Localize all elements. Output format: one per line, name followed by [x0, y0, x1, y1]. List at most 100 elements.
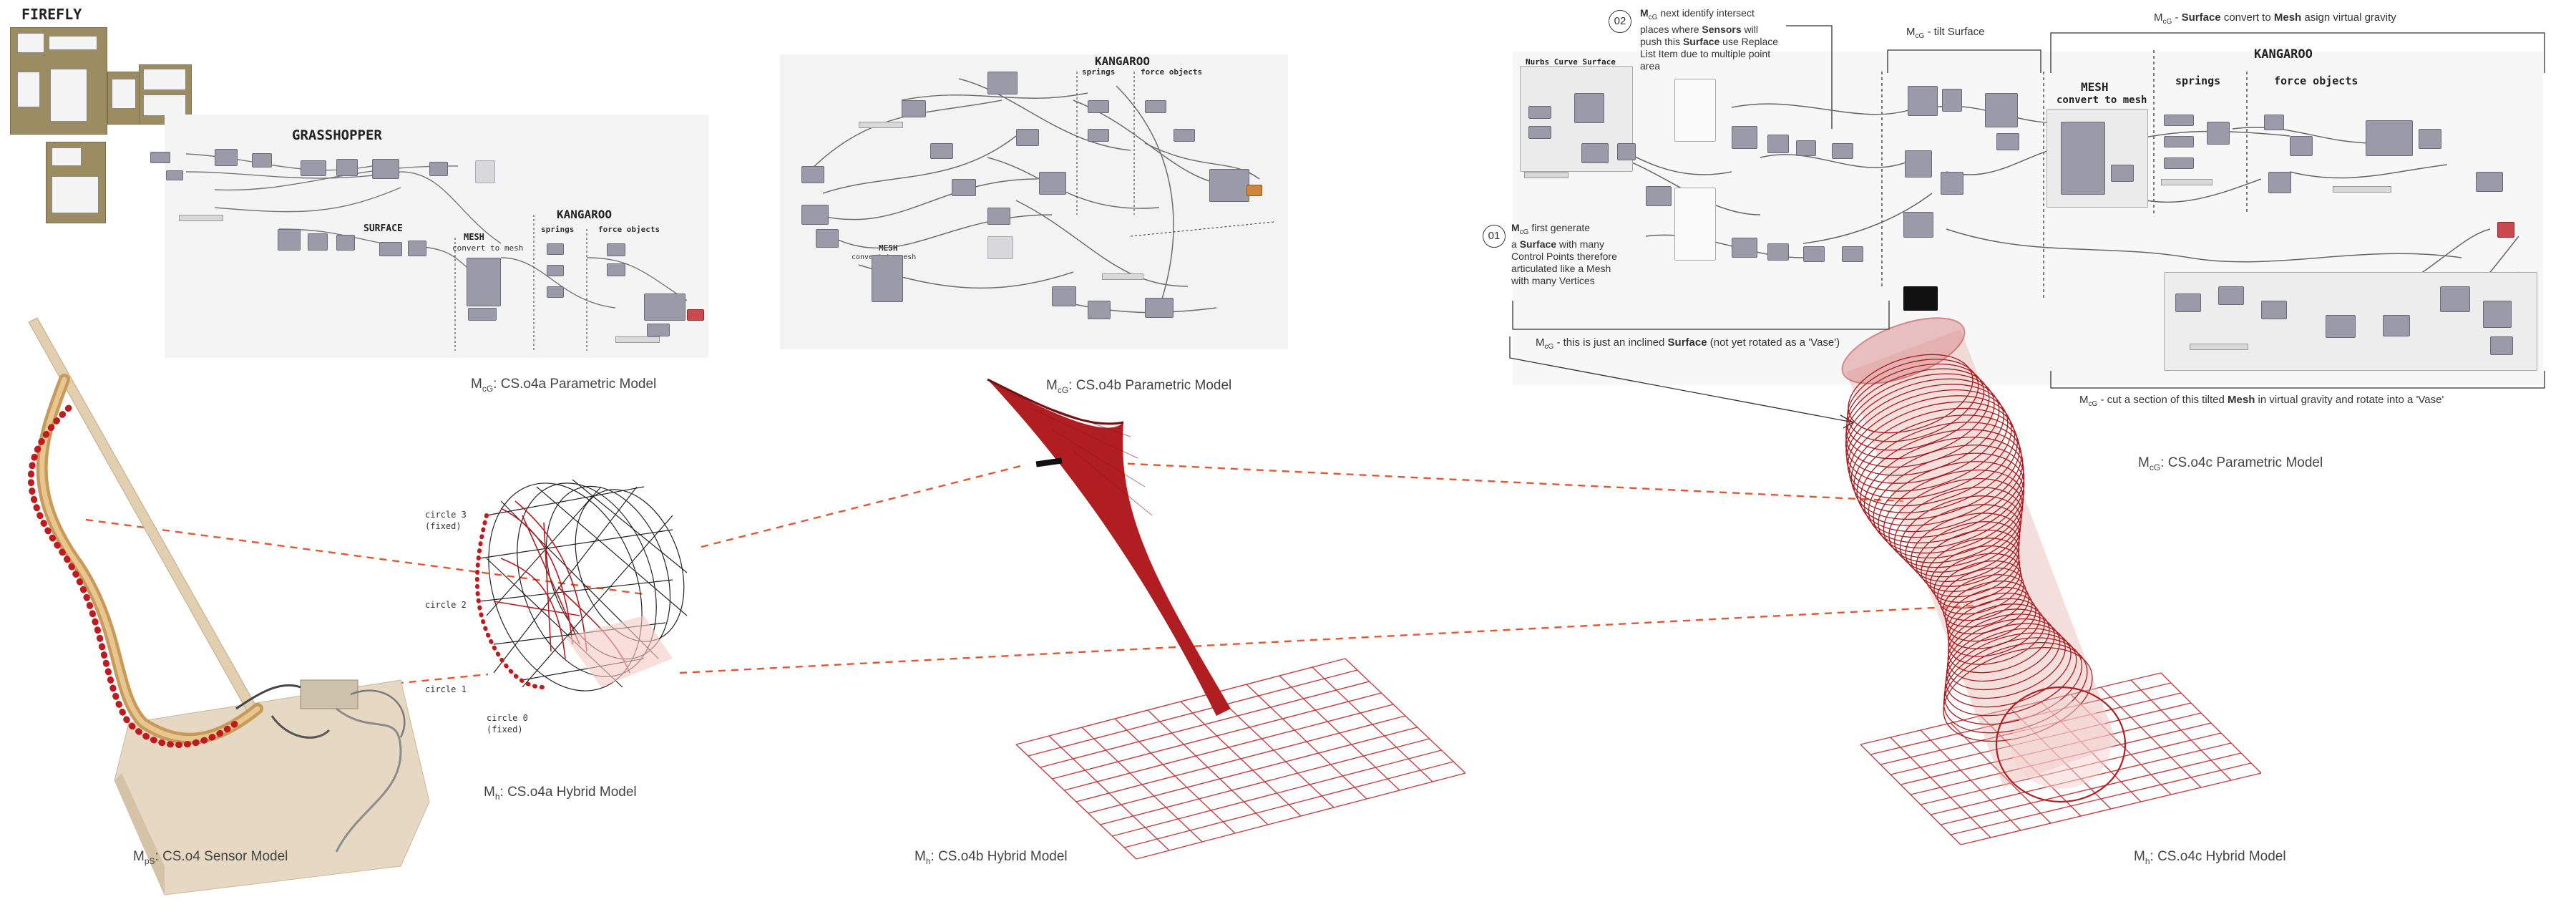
- vase-ring: [1846, 363, 1985, 451]
- cs04a-hybrid-mesh: [474, 479, 688, 692]
- gh-component: [1905, 150, 1932, 178]
- gh-slider: [2161, 179, 2212, 185]
- gh-panel: [1674, 188, 1716, 261]
- grid-line: [1960, 772, 2262, 845]
- gh-component: [1145, 100, 1166, 113]
- gh-panel: [987, 236, 1013, 259]
- gh-component: [2111, 165, 2134, 182]
- caption-cs04b-hybrid: Mh: CS.o4b Hybrid Model: [914, 849, 1068, 866]
- grid-line: [2100, 686, 2202, 788]
- kangaroo-header-c: KANGAROO: [2254, 47, 2313, 62]
- gh-component: [336, 159, 358, 176]
- gh-component: [301, 160, 326, 176]
- gh-component: [1574, 93, 1604, 123]
- firefly-header: FIREFLY: [21, 6, 82, 23]
- gh-component: [1908, 86, 1938, 116]
- gh-component: [1145, 298, 1174, 318]
- grid-line: [1112, 749, 1442, 837]
- gh-component: [166, 170, 183, 180]
- vase-ring: [1946, 618, 2061, 691]
- vase-ring: [1944, 632, 2077, 717]
- caption-cs04c-hybrid: Mh: CS.o4c Hybrid Model: [2134, 849, 2286, 866]
- nurbs-curve-surface-header: Nurbs Curve Surface: [1526, 57, 1616, 67]
- vase-ring: [1911, 513, 2021, 583]
- vase-ring: [1921, 529, 2020, 592]
- gh-component: [987, 208, 1010, 225]
- force-objects-label-b: force objects: [1141, 67, 1203, 77]
- gh-component: [1732, 126, 1757, 149]
- gh-component: [2164, 136, 2194, 147]
- gh-component: [2061, 122, 2105, 195]
- gh-component: [2490, 336, 2513, 355]
- vase-ring: [1848, 354, 1974, 434]
- gh-component: [2497, 222, 2514, 238]
- convert-to-mesh-label-a: convert to mesh: [452, 243, 524, 253]
- vase-ring: [1937, 560, 2023, 615]
- gh-component: [1903, 212, 1933, 238]
- gh-component: [801, 166, 824, 183]
- mesh-header-a: MESH: [464, 232, 484, 242]
- gh-component: [1039, 172, 1066, 195]
- gh-component: [2175, 293, 2201, 312]
- caption-cs04c-parametric: McG: CS.o4c Parametric Model: [2138, 455, 2323, 472]
- gh-panel: [1674, 79, 1716, 142]
- firefly-card: [17, 33, 44, 53]
- gh-component: [801, 205, 829, 225]
- gh-component: [1941, 172, 1963, 195]
- vase-ring: [1853, 414, 2021, 520]
- gh-component: [607, 243, 625, 256]
- step-01-annotation: McG first generate a Surface with many C…: [1511, 222, 1617, 286]
- grid-line: [2130, 679, 2232, 781]
- gh-slider: [2190, 344, 2248, 350]
- force-objects-label-a: force objects: [598, 225, 660, 234]
- vase-ring: [1868, 445, 2025, 543]
- gh-slider: [859, 122, 903, 128]
- gh-component: [2419, 129, 2441, 149]
- cut-section-note: McG - cut a section of this tilted Mesh …: [2079, 394, 2444, 408]
- vase-ring: [1925, 538, 2020, 598]
- gh-slider: [1524, 172, 1568, 178]
- vase-ring: [1860, 429, 2024, 533]
- gh-component: [2440, 286, 2470, 312]
- vase-ring: [1940, 567, 2024, 621]
- gh-component: [952, 179, 976, 196]
- firefly-card: [50, 69, 87, 122]
- grid-line: [1075, 715, 1406, 802]
- caption-cs04-sensor: MpS: CS.o4 Sensor Model: [133, 849, 288, 866]
- gh-component: [2207, 122, 2230, 145]
- mesh-header-b: MESH: [879, 243, 898, 253]
- gh-component: [429, 162, 448, 176]
- springs-label-a: springs: [541, 225, 575, 234]
- gh-component: [1842, 246, 1863, 262]
- circle-0-fixed-label: (fixed): [487, 724, 523, 734]
- gh-component: [2326, 315, 2356, 338]
- gh-component: [379, 242, 402, 256]
- circle-3-fixed-label: (fixed): [425, 521, 462, 531]
- gh-component: [2383, 315, 2410, 336]
- gh-component: [468, 308, 497, 321]
- gh-component: [816, 229, 839, 248]
- gh-component: [1209, 169, 1249, 202]
- gh-component: [1803, 246, 1825, 262]
- vase-ring: [1944, 581, 2029, 635]
- gh-component: [607, 263, 625, 276]
- gh-component: [1246, 185, 1262, 196]
- grasshopper-canvas-b: [780, 54, 1288, 349]
- circle-1-label: circle 1: [425, 684, 467, 694]
- grid-line: [2160, 672, 2262, 774]
- gh-component: [2264, 115, 2284, 130]
- gh-component: [1767, 135, 1789, 153]
- gh-panel: [475, 160, 495, 183]
- gh-component: [150, 152, 170, 163]
- gh-component: [902, 100, 926, 117]
- tilt-surface-note: McG - tilt Surface: [1906, 26, 1985, 40]
- grid-line: [1136, 772, 1466, 860]
- vase-ring: [1888, 477, 2024, 563]
- vase-ring: [1847, 359, 1979, 442]
- circle-2-label: circle 2: [425, 600, 467, 610]
- gh-component: [1942, 89, 1962, 112]
- vase-ring: [1933, 553, 2021, 608]
- gh-component: [1174, 129, 1195, 142]
- kangaroo-header-a: KANGAROO: [557, 208, 613, 221]
